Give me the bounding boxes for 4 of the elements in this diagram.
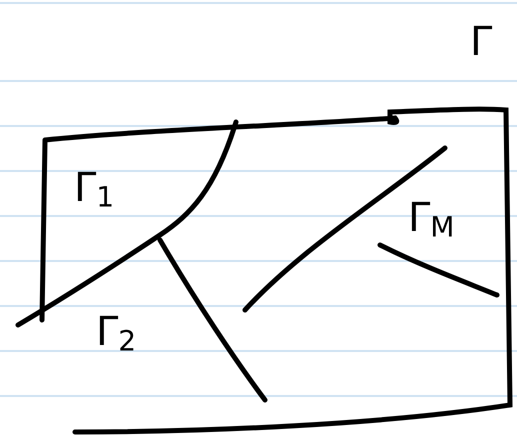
region-label: Γ$_{1}$ (74, 168, 114, 212)
region-label: Γ$_{2}$ (96, 312, 136, 356)
region-label: Γ (470, 22, 492, 62)
region-label: Γ$_{M}$ (408, 198, 454, 242)
